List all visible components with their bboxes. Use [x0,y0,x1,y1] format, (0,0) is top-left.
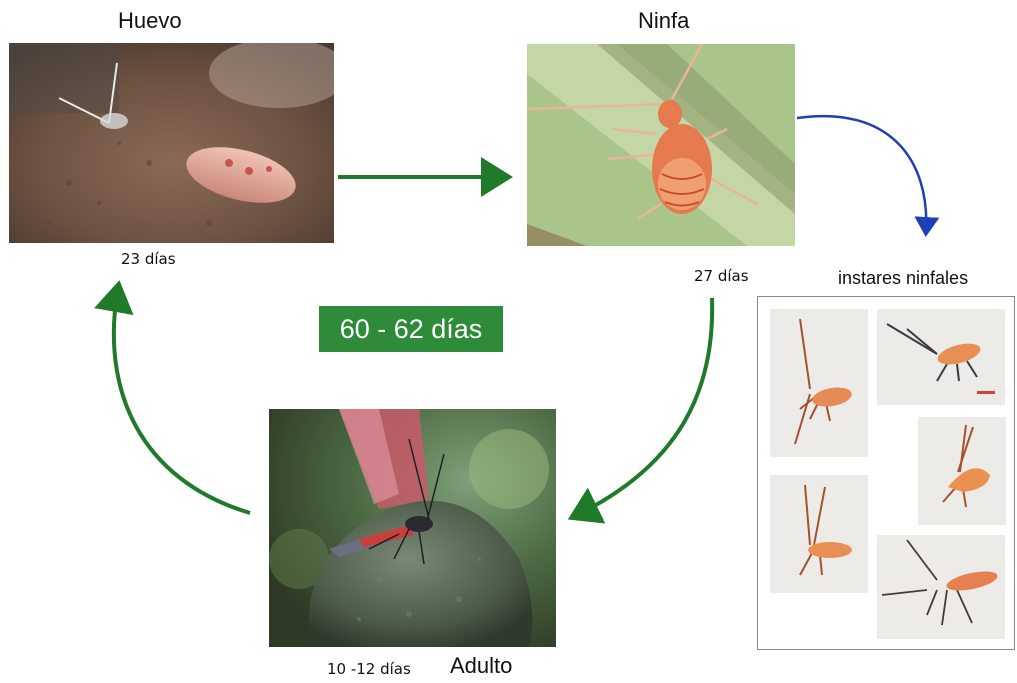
cycle-total-badge: 60 - 62 días [319,306,503,352]
instars-label: instares ninfales [838,268,968,289]
nymph-photo [527,44,795,246]
nymph-to-instars-arrow [797,116,926,232]
egg-stage-title: Huevo [118,8,182,34]
adult-photo [269,409,556,647]
adult-to-egg-arrow [114,288,250,513]
egg-duration: 23 días [121,250,176,268]
adult-stage-title: Adulto [450,653,512,679]
instars-panel [757,296,1015,650]
instar-photo-5 [877,535,1005,639]
instar-photo-1 [770,309,868,457]
instar-photo-4 [770,475,868,593]
instar-photo-3 [918,417,1006,525]
adult-duration: 10 -12 días [327,660,411,678]
egg-photo [9,43,334,243]
instar-photo-2 [877,309,1005,405]
nymph-duration: 27 días [694,267,749,285]
nymph-to-adult-arrow [575,298,712,516]
nymph-stage-title: Ninfa [638,8,689,34]
